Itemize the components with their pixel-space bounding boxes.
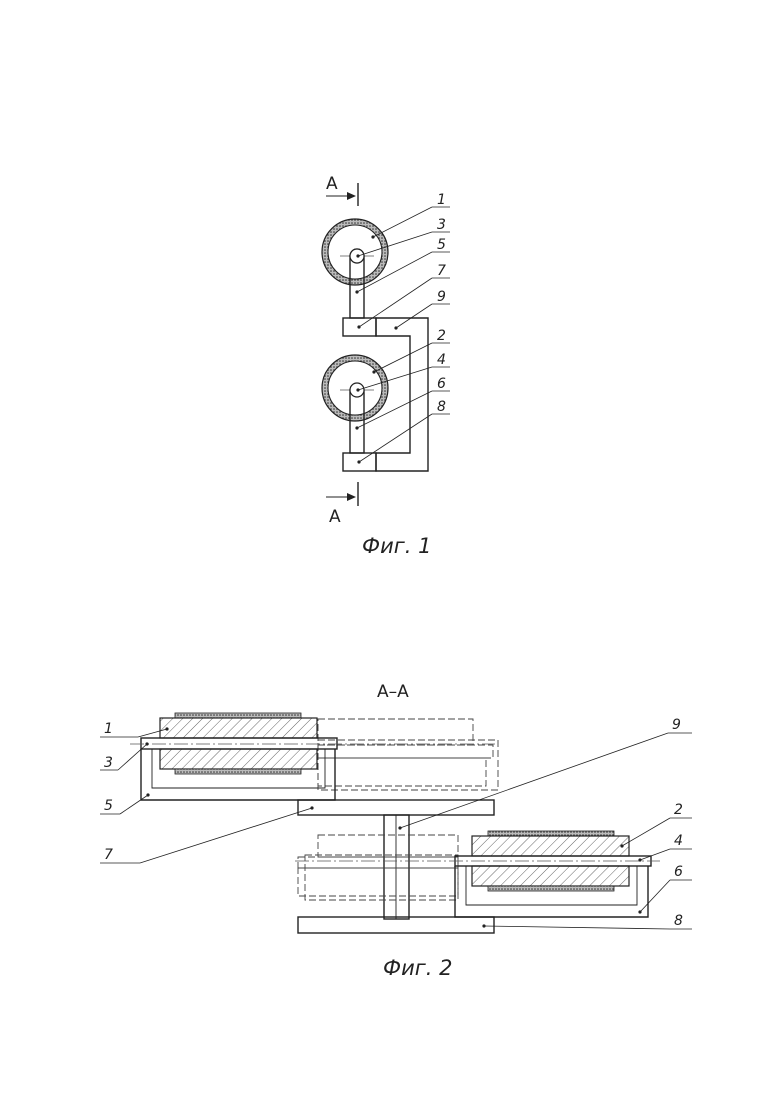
label-1: 1 — [104, 721, 113, 737]
upper-axle-section — [141, 738, 337, 749]
figure-2-caption: Фиг. 2 — [383, 956, 452, 980]
label-1: 1 — [437, 192, 446, 208]
lower-phantom-position — [298, 835, 458, 900]
figure-2: А–А — [100, 682, 692, 980]
label-8: 8 — [674, 913, 683, 929]
label-8: 8 — [437, 399, 446, 415]
section-letter-bottom: А — [329, 507, 341, 527]
fig1-labels: 1 3 5 7 9 2 4 6 8 — [437, 192, 446, 415]
section-letter-top: А — [326, 174, 338, 194]
fig2-labels-left: 1 3 5 7 — [104, 721, 113, 863]
label-4: 4 — [674, 833, 683, 849]
upper-block-section — [298, 800, 494, 815]
label-2: 2 — [437, 328, 446, 344]
section-marker-bottom: А — [326, 482, 358, 527]
label-9: 9 — [437, 289, 446, 305]
vertical-post — [384, 815, 409, 919]
label-7: 7 — [104, 847, 113, 863]
figure-1-caption: Фиг. 1 — [362, 534, 431, 558]
label-3: 3 — [437, 217, 446, 233]
fig2-leaders-left — [100, 727, 314, 863]
label-5: 5 — [437, 237, 446, 253]
label-4: 4 — [437, 352, 446, 368]
fig2-labels-right: 9 2 4 6 8 — [672, 717, 683, 929]
label-6: 6 — [674, 864, 683, 880]
label-5: 5 — [104, 798, 113, 814]
label-9: 9 — [672, 717, 681, 733]
section-title: А–А — [377, 682, 409, 702]
upper-phantom-position — [318, 719, 498, 790]
label-6: 6 — [437, 376, 446, 392]
upper-roller-section — [160, 713, 317, 774]
label-3: 3 — [104, 755, 113, 771]
figure-1: А А — [322, 174, 450, 558]
section-marker-top: А — [326, 174, 358, 206]
label-7: 7 — [437, 263, 446, 279]
label-2: 2 — [674, 802, 683, 818]
